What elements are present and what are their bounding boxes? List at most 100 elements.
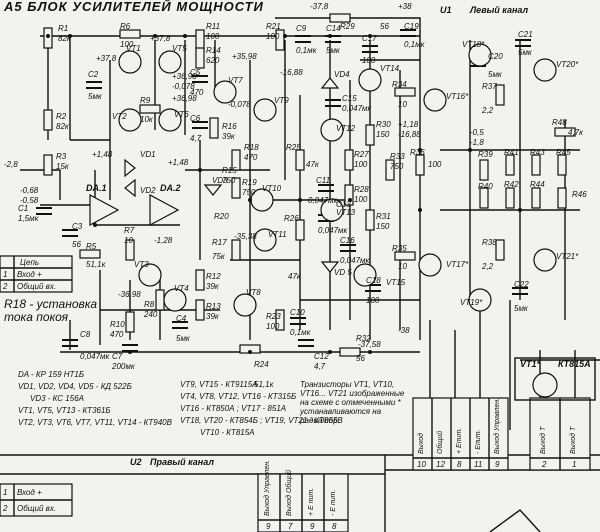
u1-out-num-3: 8 — [457, 460, 462, 469]
value-r9: 10к — [140, 115, 153, 124]
parts-list-9: VT18, VT20 - КТ854Б ; VT19, VT21 - КТ855… — [180, 416, 343, 425]
u2-out-num-2: 7 — [288, 522, 293, 531]
resistor-r40 — [479, 187, 489, 209]
resistor-r2 — [43, 109, 53, 131]
resistor-r11 — [195, 29, 205, 51]
label-r24: R24 — [254, 360, 269, 369]
voltage-p: -36,98 — [118, 290, 141, 299]
resistor-r25 — [295, 149, 305, 171]
voltage-b: +37,8 — [150, 34, 171, 43]
value-c9: 0,1мк — [296, 46, 317, 55]
label-r14: R14 — [206, 46, 221, 55]
label-vt10: VT10 — [262, 184, 282, 193]
transistor-vt17 — [418, 253, 442, 277]
label-vt7: VT7 — [228, 76, 243, 85]
label-r26: R26 — [284, 214, 299, 223]
label-vt8: VT8 — [246, 288, 261, 297]
label-r30: R30 — [376, 120, 391, 129]
transistor-vt19 — [468, 288, 492, 312]
transistor-vt13 — [320, 198, 344, 222]
capacitor-c12 — [298, 339, 314, 347]
label-vt6: VT6 — [174, 110, 189, 119]
resistor-r43 — [531, 154, 541, 176]
value-r17: 75к — [212, 252, 225, 261]
capacitor-c21 — [515, 39, 531, 47]
value-r12: 39к — [206, 282, 219, 291]
value-r27: 100 — [354, 160, 368, 169]
voltage-i: +1,48 — [92, 150, 113, 159]
capacitor-c10 — [290, 317, 306, 325]
transistor-vt3 — [138, 263, 162, 287]
resistor-r23 — [275, 309, 285, 331]
label-vt4: VT4 — [174, 284, 189, 293]
parts-list-1: DA - КР 159 НТ1Б — [18, 370, 85, 379]
diode-vd1 — [124, 158, 136, 178]
value-c20: 5мк — [488, 70, 502, 79]
label-r3: R3 — [56, 152, 67, 161]
value-c21: 5мк — [518, 48, 532, 57]
parts-list-8: VT16 - КТ850А ; VT17 - 851А — [180, 404, 287, 413]
u1-out-num-4: 11 — [474, 460, 483, 469]
voltage-f: -0,078 — [228, 100, 251, 109]
u2-out-num-1: 9 — [266, 522, 271, 531]
capacitor-c11 — [318, 184, 334, 192]
capacitor-c1 — [36, 207, 52, 215]
input-table-header: Цепь — [20, 258, 40, 267]
capacitor-c5 — [192, 75, 208, 83]
value-r25: 47к — [306, 160, 319, 169]
label-r38: R38 — [482, 238, 497, 247]
capacitor-c9 — [295, 35, 311, 43]
input-pin-1: 1 — [3, 270, 8, 279]
voltage-e: +36,98 — [172, 94, 197, 103]
label-c19: C19 — [404, 22, 419, 31]
resistor-r13 — [195, 299, 205, 321]
value-r14: 620 — [206, 56, 220, 65]
label-r45: R45 — [556, 148, 571, 157]
u2-out-label-2: Выход Общий — [286, 469, 293, 516]
resistor-r29 — [329, 13, 351, 23]
label-r43: R43 — [530, 148, 545, 157]
value-r23: 100 — [266, 322, 280, 331]
parts-list-7: VT4, VT8, VT12, VT16 - КТ315Б — [180, 392, 297, 401]
value-r29: 56 — [380, 22, 389, 31]
capacitor-c16 — [340, 244, 356, 252]
resistor-r19 — [231, 177, 241, 199]
transistor-vt5 — [158, 50, 182, 74]
capacitor-c15 — [325, 99, 341, 107]
label-r46: R46 — [572, 190, 587, 199]
voltage-r: -38 — [398, 326, 410, 335]
resistor-r38 — [495, 239, 505, 261]
transistor-vt21 — [533, 248, 557, 272]
voltage-n: -1,28 — [154, 236, 173, 245]
resistor-r5 — [79, 249, 101, 259]
u1-out-label-5: Выход Управлен. — [494, 397, 501, 454]
value-r32: 56 — [356, 354, 365, 363]
value-r31: 150 — [376, 222, 390, 231]
resistor-r27 — [344, 149, 354, 171]
voltage-m: -0,58 — [20, 196, 39, 205]
label-vt14: VT14 — [380, 64, 400, 73]
transistor-vt20 — [533, 58, 557, 82]
label-c7: C7 — [112, 352, 123, 361]
voltage-q: -37,58 — [358, 340, 381, 349]
label-vt12: VT12 — [336, 124, 356, 133]
label-r20: R20 — [214, 212, 229, 221]
value-r7: 10 — [124, 236, 133, 245]
value-r18: 470 — [244, 153, 258, 162]
u2-label: U2 — [130, 457, 142, 467]
value-c13: 0,047мк — [318, 226, 348, 235]
resistor-r26 — [295, 219, 305, 241]
voltage-h: -16,88 — [280, 68, 303, 77]
capacitor-c14 — [325, 35, 341, 43]
label-c21: C21 — [518, 30, 533, 39]
value-c4: 5мк — [176, 334, 190, 343]
label-vt3: VT3 — [134, 260, 149, 269]
resistor-r48 — [554, 127, 576, 137]
label-c11: C11 — [316, 176, 331, 185]
value-r30: 150 — [376, 130, 390, 139]
label-r17: R17 — [212, 238, 227, 247]
label-r44: R44 — [530, 180, 545, 189]
resistor-r31 — [365, 209, 375, 231]
resistor-r30 — [365, 124, 375, 146]
resistor-r39 — [479, 159, 489, 181]
